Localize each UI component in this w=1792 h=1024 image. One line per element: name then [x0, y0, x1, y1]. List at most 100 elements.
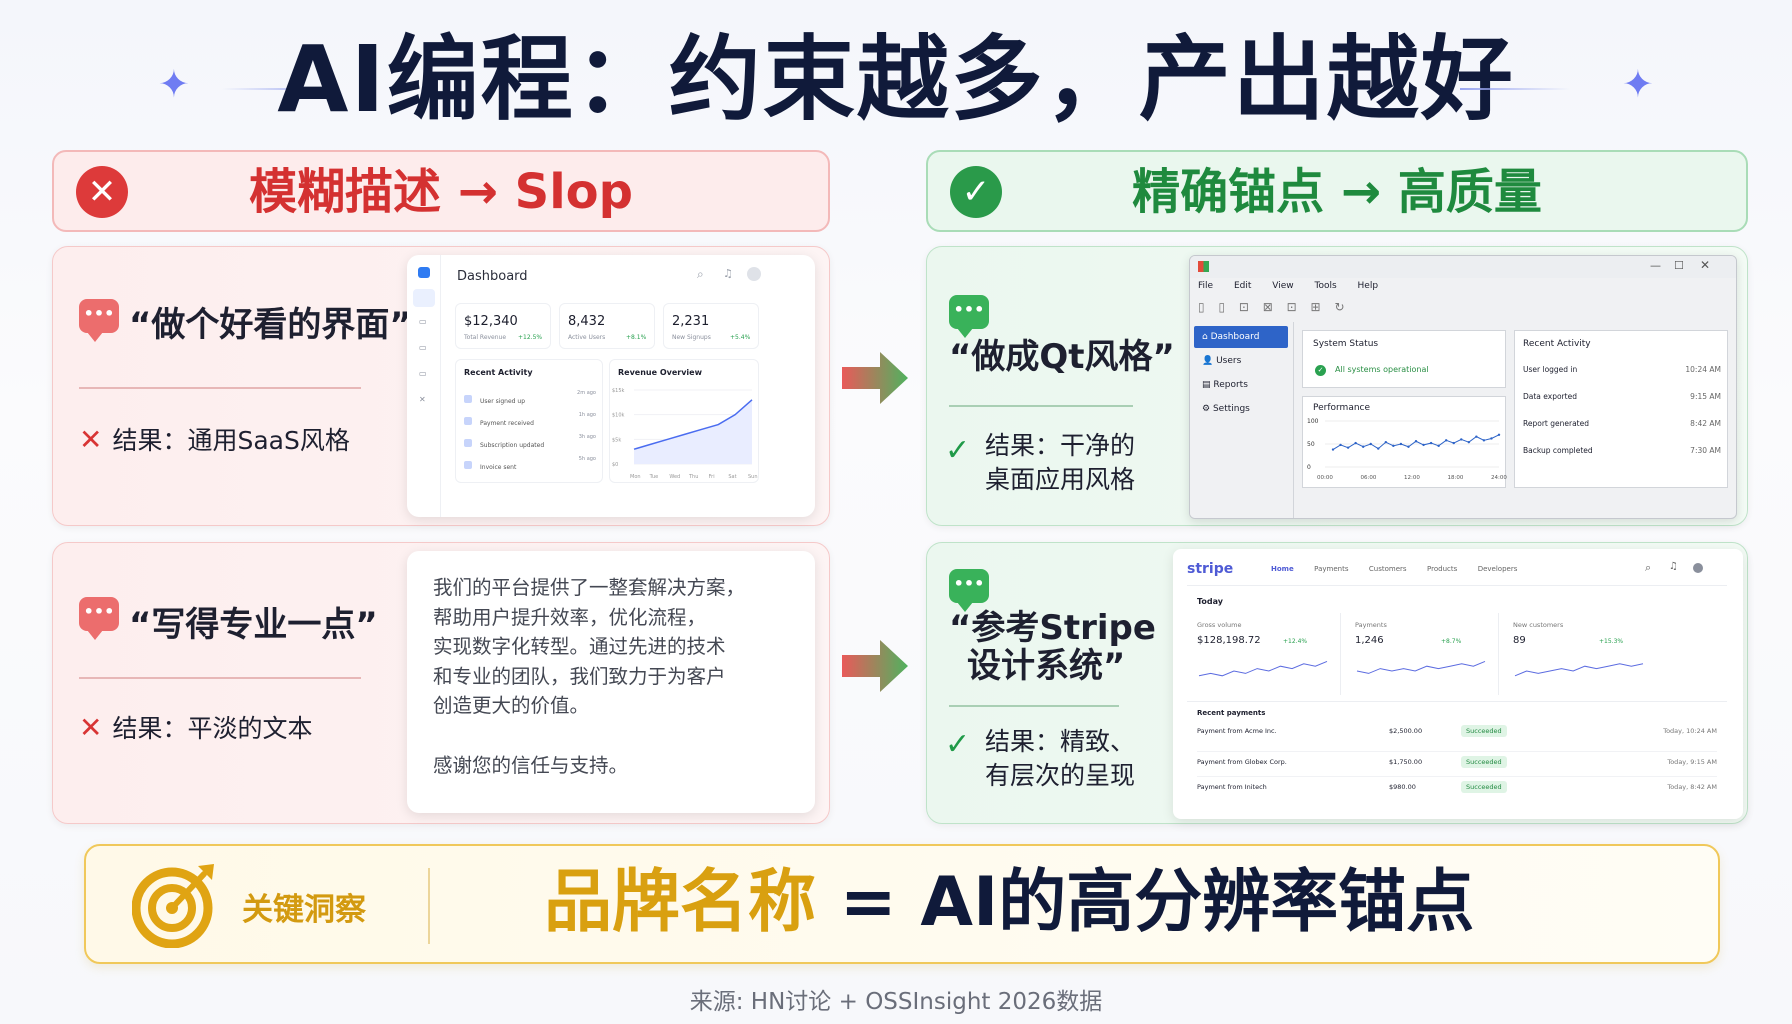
doc-icon[interactable]: ▭ [419, 369, 427, 378]
nav-home[interactable]: Home [1271, 565, 1294, 573]
payment-name: Payment from Globex Corp. [1197, 758, 1287, 766]
list-item: Backup completed 7:30 AM [1523, 446, 1721, 473]
bad-result-1-text: 结果：通用SaaS风格 [112, 426, 350, 455]
nav-users[interactable]: 👤 Users [1202, 356, 1242, 366]
close-icon[interactable]: ✕ [1700, 258, 1711, 272]
payment-amount: $980.00 [1389, 783, 1416, 791]
refresh-icon[interactable]: ↻ [1334, 300, 1345, 314]
payments-table: Payment from Acme Inc. $2,500.00 Succeed… [1197, 725, 1717, 802]
nav-reports[interactable]: ▤ Reports [1202, 380, 1248, 390]
menu-edit[interactable]: Edit [1233, 281, 1252, 291]
data-point [1346, 446, 1350, 449]
page-title: AI编程：约束越多，产出越好 [277, 26, 1515, 133]
text-closing: 感谢您的信任与支持。 [433, 753, 629, 777]
chart-icon[interactable]: ▭ [419, 343, 427, 352]
bad-panel-1: ••• “做个好看的界面” ✕结果：通用SaaS风格 ▭ ▭ ▭ ✕ Dashb… [52, 246, 830, 526]
x-tick-label: 18:00 [1448, 475, 1464, 481]
bad-header-text: 模糊描述 → Slop [248, 164, 633, 220]
data-point [1384, 440, 1388, 444]
metric-value: 89 [1513, 635, 1526, 646]
metric-card: Gross volume $128,198.72 +12.4% [1191, 613, 1341, 695]
table-row[interactable]: Payment from Acme Inc. $2,500.00 Succeed… [1197, 725, 1717, 752]
menu-view[interactable]: View [1272, 281, 1294, 291]
divider [1187, 701, 1727, 702]
stat-delta: +12.5% [518, 334, 543, 341]
data-point [1354, 441, 1357, 445]
table-row[interactable]: Payment from Globex Corp. $1,750.00 Succ… [1197, 752, 1717, 777]
bell-icon[interactable]: ♫ [1669, 561, 1678, 572]
new-icon[interactable]: ▯ [1198, 300, 1205, 314]
insight-label: 关键洞察 [242, 892, 366, 928]
payment-name: Payment from Acme Inc. [1197, 727, 1277, 735]
menu-tools[interactable]: Tools [1314, 281, 1337, 291]
recent-text: Backup completed [1523, 446, 1593, 455]
data-point [1361, 445, 1365, 448]
data-point [1422, 443, 1425, 447]
users-icon[interactable]: ▭ [419, 317, 427, 326]
save-icon[interactable]: ⊡ [1238, 300, 1249, 314]
export-icon[interactable]: ⊡ [1286, 300, 1297, 314]
minimize-icon[interactable]: — [1650, 259, 1661, 272]
stat-card: 8,432 Active Users +8.1% [559, 303, 655, 349]
text-line: 创造更大的价值。 [433, 694, 590, 717]
search-icon[interactable]: ⌕ [1645, 561, 1652, 574]
bell-icon[interactable]: ♫ [723, 267, 733, 280]
quote-line: 设计系统” [967, 646, 1126, 686]
print-icon[interactable]: ⊠ [1262, 300, 1273, 314]
recent-time: 7:30 AM [1690, 446, 1721, 455]
sparkline-series [1356, 660, 1486, 674]
check-mark-icon: ✓ [945, 433, 971, 468]
settings-icon[interactable]: ✕ [419, 395, 426, 404]
data-point [1429, 441, 1433, 445]
qt-sidebar: ⌂ Dashboard 👤 Users ▤ Reports ⚙ Settings [1190, 322, 1294, 518]
sparkline-series [1514, 663, 1644, 677]
system-status-panel: System Status ✓ All systems operational [1302, 330, 1506, 388]
activity-text: Invoice sent [480, 464, 517, 471]
good-result-2: 结果：精致、有层次的呈现 [985, 725, 1135, 793]
data-point [1369, 442, 1372, 446]
nav-dashboard[interactable]: ⌂ Dashboard [1194, 326, 1288, 348]
x-tick-label: Sun [748, 474, 758, 480]
y-tick-label: $10k [612, 413, 625, 419]
menu-file[interactable]: File [1198, 281, 1214, 291]
avatar[interactable] [747, 267, 761, 281]
sparkle-icon: ✦ [158, 62, 190, 106]
x-tick-label: Mon [630, 474, 641, 480]
nav-customers[interactable]: Customers [1368, 565, 1407, 573]
data-point [1331, 448, 1335, 451]
search-icon[interactable]: ⌕ [697, 267, 704, 281]
result-line: 桌面应用风格 [985, 465, 1136, 494]
nav-developers[interactable]: Developers [1477, 565, 1518, 573]
menu-help[interactable]: Help [1357, 281, 1379, 291]
x-tick-label: Wed [669, 474, 680, 480]
y-tick-label: $15k [612, 388, 625, 394]
bad-quote-2: “写得专业一点” [129, 605, 378, 645]
recent-time: 10:24 AM [1685, 365, 1721, 374]
stat-label: Total Revenue [464, 334, 507, 341]
data-point [1399, 442, 1403, 446]
y-tick-label: $0 [612, 462, 618, 468]
nav-products[interactable]: Products [1427, 565, 1458, 573]
sparkline [1514, 663, 1644, 677]
saas-sidebar: ▭ ▭ ▭ ✕ [407, 255, 441, 517]
table-row[interactable]: Payment from Initech $980.00 Succeeded T… [1197, 777, 1717, 802]
check-mark-icon: ✓ [945, 727, 971, 762]
divider [949, 405, 1133, 407]
home-icon[interactable] [413, 289, 435, 307]
maximize-icon[interactable]: ☐ [1674, 259, 1684, 272]
metric-delta: +15.3% [1599, 638, 1624, 645]
avatar[interactable] [1693, 563, 1703, 573]
grid-icon[interactable]: ⊞ [1310, 300, 1321, 314]
nav-payments[interactable]: Payments [1314, 565, 1349, 573]
nav-settings[interactable]: ⚙ Settings [1202, 404, 1250, 414]
y-tick-label: 50 [1307, 441, 1315, 448]
metric-value: 1,246 [1355, 635, 1384, 646]
open-icon[interactable]: ▯ [1218, 300, 1226, 314]
